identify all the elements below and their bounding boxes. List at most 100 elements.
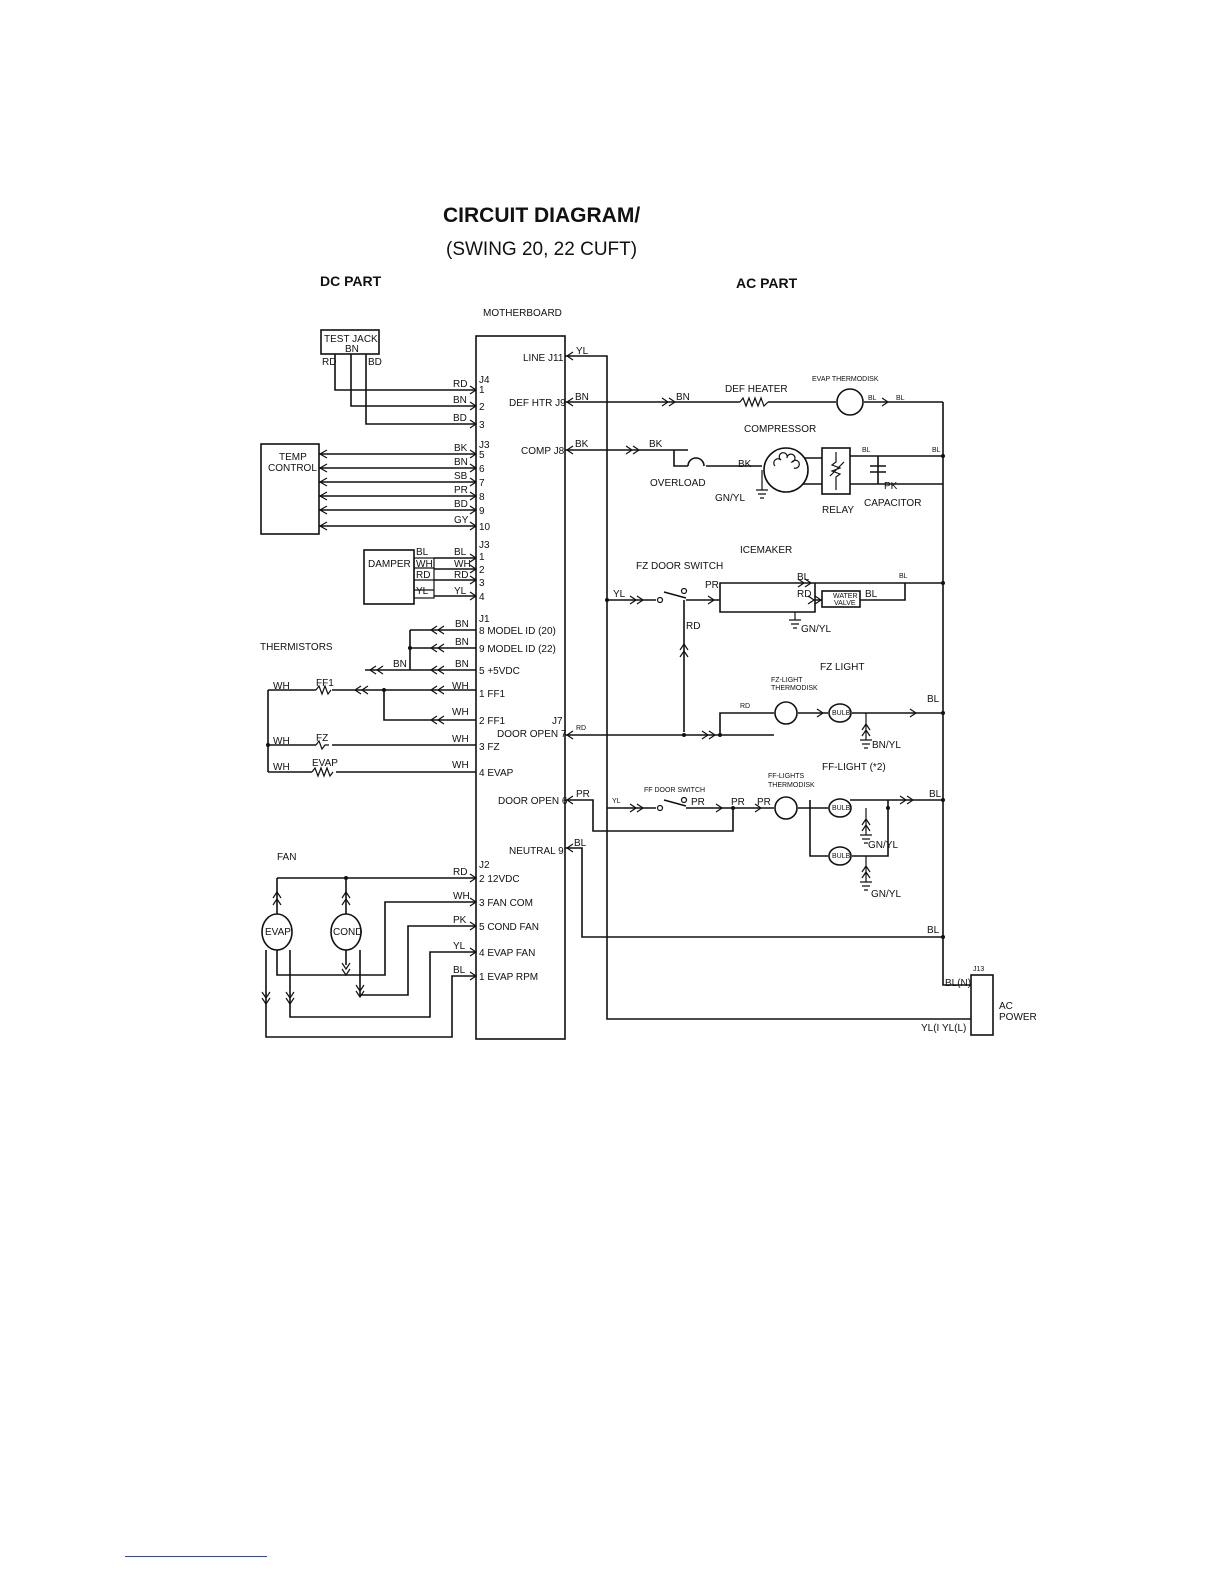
- door-open-6-wire-pr: PR: [576, 789, 590, 800]
- j3a-pin-7: 7: [479, 478, 485, 489]
- ff-lights-thermodisk-label-1: FF-LIGHTS: [768, 773, 804, 780]
- j3b-pin-4: 4: [479, 592, 485, 603]
- def-htr-wire-bl-1: BL: [868, 395, 877, 402]
- neutral-bus-bl: BL: [927, 925, 940, 936]
- icemaker-bus-bl: BL: [899, 573, 908, 580]
- diagram-title: CIRCUIT DIAGRAM/: [443, 204, 640, 227]
- dc-part-label: DC PART: [320, 273, 382, 289]
- j2-wire-pk: PK: [453, 915, 467, 926]
- ac-power-label-2: POWER: [999, 1012, 1037, 1023]
- icemaker-label: ICEMAKER: [740, 545, 792, 556]
- def-heater-label: DEF HEATER: [725, 384, 788, 395]
- thermistor-wh-2: WH: [273, 736, 290, 747]
- diagram-subtitle: (SWING 20, 22 CUFT): [446, 239, 637, 260]
- thermistor-evap-label: EVAP: [312, 758, 338, 769]
- fz-light-wire-bl: BL: [927, 694, 940, 705]
- j1-pin-4: 4 EVAP: [479, 768, 514, 779]
- fz-door-switch-label: FZ DOOR SWITCH: [636, 561, 723, 572]
- j1-wire-5: WH: [452, 707, 469, 718]
- motherboard-box: [475, 335, 566, 1040]
- j2-wire-rd: RD: [453, 867, 467, 878]
- pin-door-open-6: DOOR OPEN 6: [498, 796, 568, 807]
- damper-wire-right-wh: WH: [454, 559, 471, 570]
- j3a-pin-5: 5: [479, 450, 485, 461]
- icemaker-wire-pr: PR: [705, 580, 719, 591]
- temp-control-label-1: TEMP: [279, 452, 307, 463]
- test-jack-sub: BN: [345, 344, 359, 355]
- j1-wire-4: WH: [452, 681, 469, 692]
- j2-pin-2: 2 12VDC: [479, 874, 520, 885]
- footer-rule: [125, 1556, 267, 1557]
- water-valve-label-2: VALVE: [834, 600, 856, 607]
- def-htr-wire-bl-2: BL: [896, 395, 905, 402]
- pin-door-open-7: DOOR OPEN 7: [497, 729, 567, 740]
- evap-fan-label: EVAP: [265, 927, 291, 938]
- j2-wire-bl: BL: [453, 965, 466, 976]
- test-jack-wire-bd: BD: [368, 357, 382, 368]
- j13-label: J13: [973, 966, 984, 973]
- ff-switch-wire-pr-3: PR: [757, 797, 771, 808]
- ac-power-label-1: AC: [999, 1001, 1013, 1012]
- icemaker-gn-yl: GN/YL: [801, 624, 831, 635]
- icemaker-wire-bl: BL: [797, 572, 810, 583]
- def-htr-wire-bn-2: BN: [676, 392, 690, 403]
- j1-wire-1: BN: [455, 619, 469, 630]
- cond-fan: COND: [330, 913, 362, 951]
- damper-wire-left-bl: BL: [416, 547, 429, 558]
- j1-wire-3: BN: [455, 659, 469, 670]
- thermistor-bn-label: BN: [393, 659, 407, 670]
- ff-bulb-1-gnd: GN/YL: [868, 840, 898, 851]
- damper-wire-left-yl: YL: [416, 586, 429, 597]
- junction-dots: [266, 454, 945, 939]
- motherboard-label: MOTHERBOARD: [483, 308, 562, 319]
- j3a-wire-bd: BD: [454, 499, 468, 510]
- j3a-label: J3: [479, 440, 490, 451]
- thermistor-wiring: [267, 625, 476, 778]
- ff-lights-thermodisk-label-2: THERMODISK: [768, 782, 815, 789]
- ac-wiring: [565, 351, 994, 1036]
- j3a-pin-8: 8: [479, 492, 485, 503]
- j3a-wire-bn: BN: [454, 457, 468, 468]
- fan-wiring: [261, 873, 478, 1038]
- capacitor-label: CAPACITOR: [864, 498, 921, 509]
- temp-control: TEMP CONTROL: [260, 443, 478, 535]
- neutral-wire-bl: BL: [574, 838, 587, 849]
- j3a-wire-pr: PR: [454, 485, 468, 496]
- yl-l-label: YL(I YL(L): [921, 1023, 966, 1034]
- bl-n-label: BL(N): [945, 978, 971, 989]
- j3a-wire-sb: SB: [454, 471, 468, 482]
- water-valve-label-1: WATER: [833, 593, 858, 600]
- temp-control-label-2: CONTROL: [268, 463, 317, 474]
- evap-fan: EVAP: [261, 913, 293, 951]
- water-valve-wire-bl: BL: [865, 589, 878, 600]
- def-htr-wire-bn-1: BN: [575, 392, 589, 403]
- j4-wire-3: BD: [453, 413, 467, 424]
- pin-neutral-9: NEUTRAL 9: [509, 846, 564, 857]
- j2-pin-1: 1 EVAP RPM: [479, 972, 538, 983]
- cond-fan-label: COND: [333, 927, 362, 938]
- fz-switch-wire-rd: RD: [686, 621, 700, 632]
- thermistor-ff1-label: FF1: [316, 678, 334, 689]
- j4-wire-2: BN: [453, 395, 467, 406]
- compressor-gn-yl: GN/YL: [715, 493, 745, 504]
- j3b-pin-2: 2: [479, 565, 485, 576]
- fz-light-thermodisk-label-1: FZ-LIGHT: [771, 677, 803, 684]
- fz-light-label: FZ LIGHT: [820, 662, 864, 673]
- fz-light-thermodisk-label-2: THERMODISK: [771, 685, 818, 692]
- comp-wire-pk: PK: [884, 481, 898, 492]
- thermistor-wh-1: WH: [273, 681, 290, 692]
- thermistors-label: THERMISTORS: [260, 642, 333, 653]
- fz-bulb-label: BULB: [832, 710, 851, 717]
- icemaker-wire-yl: YL: [613, 589, 626, 600]
- damper-wire-left-wh: WH: [416, 559, 433, 570]
- j1-label: J1: [479, 614, 490, 625]
- pin-line-j11: LINE J11: [523, 353, 564, 364]
- j4-pin-3: 3: [479, 420, 485, 431]
- damper-wire-right-yl: YL: [454, 586, 467, 597]
- j1-wire-6: WH: [452, 734, 469, 745]
- j3a-wire-bk: BK: [454, 443, 468, 454]
- j3a-pin-9: 9: [479, 506, 485, 517]
- j1-wire-2: BN: [455, 637, 469, 648]
- evap-thermodisk-label: EVAP THERMODISK: [812, 376, 879, 383]
- j1-pin-9: 9 MODEL ID (22): [479, 644, 556, 655]
